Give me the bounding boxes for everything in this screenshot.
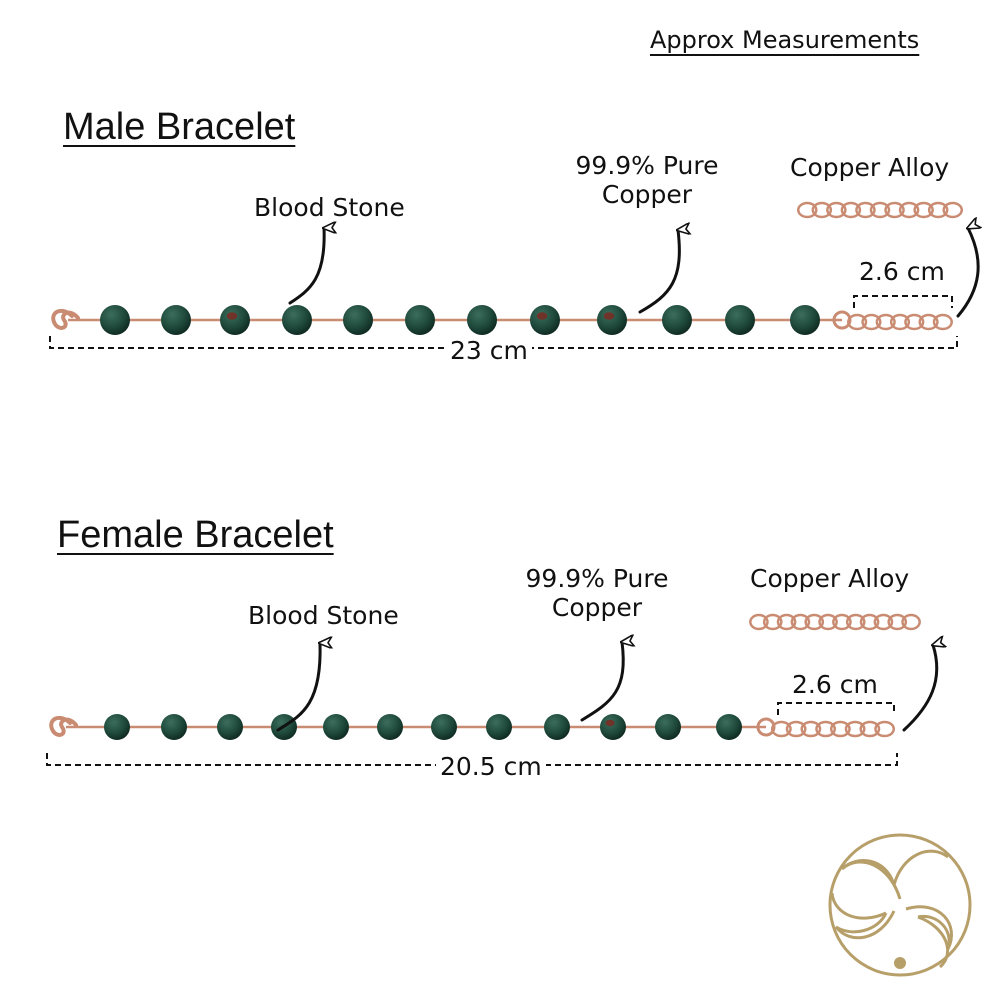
- extender-chain-link: [847, 313, 868, 331]
- detail-chain-link: [832, 613, 852, 631]
- detail-chain-link: [762, 613, 783, 631]
- extender-chain-link: [800, 720, 822, 738]
- detail-chain-link: [811, 201, 833, 219]
- blood-stone-bead: [655, 714, 681, 740]
- blood-stone-bead: [104, 714, 130, 740]
- extender-chain-link: [859, 720, 881, 738]
- detail-chain-link: [749, 613, 769, 631]
- detail-chain-link: [898, 201, 920, 219]
- extender-chain-link: [829, 720, 851, 738]
- s-hook-clasp-icon: [49, 715, 78, 737]
- male-bracelet: [49, 201, 978, 349]
- blood-stone-bead: [716, 714, 742, 740]
- female-copper-label-line1: 99.9% Pure: [525, 564, 669, 593]
- blood-stone-bead: [431, 714, 457, 740]
- detail-chain-link: [913, 201, 934, 219]
- blood-stone-bead: [725, 305, 755, 335]
- female-total-length: 20.5 cm: [436, 754, 546, 779]
- detail-chain-link: [790, 613, 811, 631]
- blood-stone-red-spot: [603, 312, 615, 320]
- detail-chain-link: [818, 613, 838, 631]
- detail-chain-link: [826, 201, 847, 219]
- copper-wire-arrow: [638, 230, 679, 314]
- extender-chain-link: [770, 720, 792, 738]
- detail-chain-link: [884, 201, 905, 219]
- blood-stone-bead: [790, 305, 820, 335]
- blood-stone-bead: [100, 305, 130, 335]
- extender-chain-link: [932, 313, 953, 331]
- extender-chain-link: [918, 313, 939, 331]
- male-bracelet-heading: Male Bracelet: [63, 106, 296, 148]
- copper-alloy-arrow: [902, 645, 937, 732]
- detail-chain-link: [873, 613, 894, 631]
- blood-stone-bead: [161, 305, 191, 335]
- male-copper-alloy-label: Copper Alloy: [790, 153, 950, 182]
- detail-chain-link: [804, 613, 825, 631]
- blood-stone-bead: [597, 305, 627, 335]
- female-bracelet-heading: Female Bracelet: [57, 514, 334, 556]
- blood-stone-bead: [486, 714, 512, 740]
- extender-chain-link: [904, 313, 925, 331]
- copper-wire-arrow: [580, 642, 623, 722]
- male-copper-label-line1: 99.9% Pure: [575, 151, 719, 180]
- blood-stone-bead: [377, 714, 403, 740]
- extender-length-bracket: [777, 702, 895, 715]
- detail-chain-link: [840, 201, 862, 219]
- approx-measurements-note: Approx Measurements: [650, 26, 920, 54]
- female-extender-length: 2.6 cm: [788, 672, 882, 697]
- detail-chain-link: [845, 613, 866, 631]
- male-copper-label: 99.9% Pure Copper: [566, 151, 728, 210]
- extender-chain-link: [875, 313, 896, 331]
- s-hook-clasp-icon: [51, 308, 80, 330]
- extender-chain-link: [844, 720, 866, 738]
- detail-chain-link: [855, 201, 876, 219]
- blood-stone-arrow: [288, 228, 324, 305]
- extender-length-bracket: [853, 295, 953, 308]
- female-copper-alloy-label: Copper Alloy: [750, 564, 910, 593]
- detail-chain-link: [927, 201, 949, 219]
- female-bracelet: [46, 613, 937, 766]
- male-blood-stone-label: Blood Stone: [254, 193, 405, 222]
- detail-chain-link: [869, 201, 891, 219]
- copper-alloy-arrow: [956, 228, 978, 318]
- blood-stone-red-spot: [536, 312, 548, 320]
- blood-stone-bead: [323, 714, 349, 740]
- blood-stone-bead: [530, 305, 560, 335]
- blood-stone-bead: [282, 305, 312, 335]
- blood-stone-red-spot: [226, 312, 238, 320]
- male-extender-length: 2.6 cm: [855, 259, 949, 284]
- total-length-line: [46, 753, 898, 766]
- jump-ring: [756, 717, 776, 737]
- blood-stone-bead: [217, 714, 243, 740]
- blood-stone-bead: [161, 714, 187, 740]
- detail-chain-link: [797, 201, 818, 219]
- male-copper-label-line2: Copper: [601, 179, 693, 209]
- blood-stone-red-spot: [605, 719, 615, 727]
- extender-chain-link: [785, 720, 807, 738]
- extender-chain-link: [815, 720, 837, 738]
- jump-ring: [832, 310, 852, 330]
- male-total-length: 23 cm: [446, 338, 532, 363]
- extender-chain-link: [874, 720, 896, 738]
- detail-chain-link: [887, 613, 908, 631]
- detail-chain-link: [859, 613, 880, 631]
- detail-chain-link: [901, 613, 921, 631]
- blood-stone-bead: [405, 305, 435, 335]
- detail-chain-link: [942, 201, 963, 219]
- blood-stone-bead: [467, 305, 497, 335]
- blood-stone-bead: [600, 714, 626, 740]
- blood-stone-bead: [662, 305, 692, 335]
- triskele-logo-icon: [828, 833, 972, 977]
- detail-chain-link: [776, 613, 797, 631]
- extender-chain-link: [861, 313, 882, 331]
- female-blood-stone-label: Blood Stone: [248, 601, 399, 630]
- blood-stone-arrow: [276, 643, 320, 732]
- blood-stone-bead: [220, 305, 250, 335]
- blood-stone-bead: [544, 714, 570, 740]
- female-copper-label: 99.9% Pure Copper: [516, 564, 678, 623]
- female-copper-label-line2: Copper: [551, 592, 643, 622]
- extender-chain-link: [889, 313, 911, 331]
- blood-stone-bead: [343, 305, 373, 335]
